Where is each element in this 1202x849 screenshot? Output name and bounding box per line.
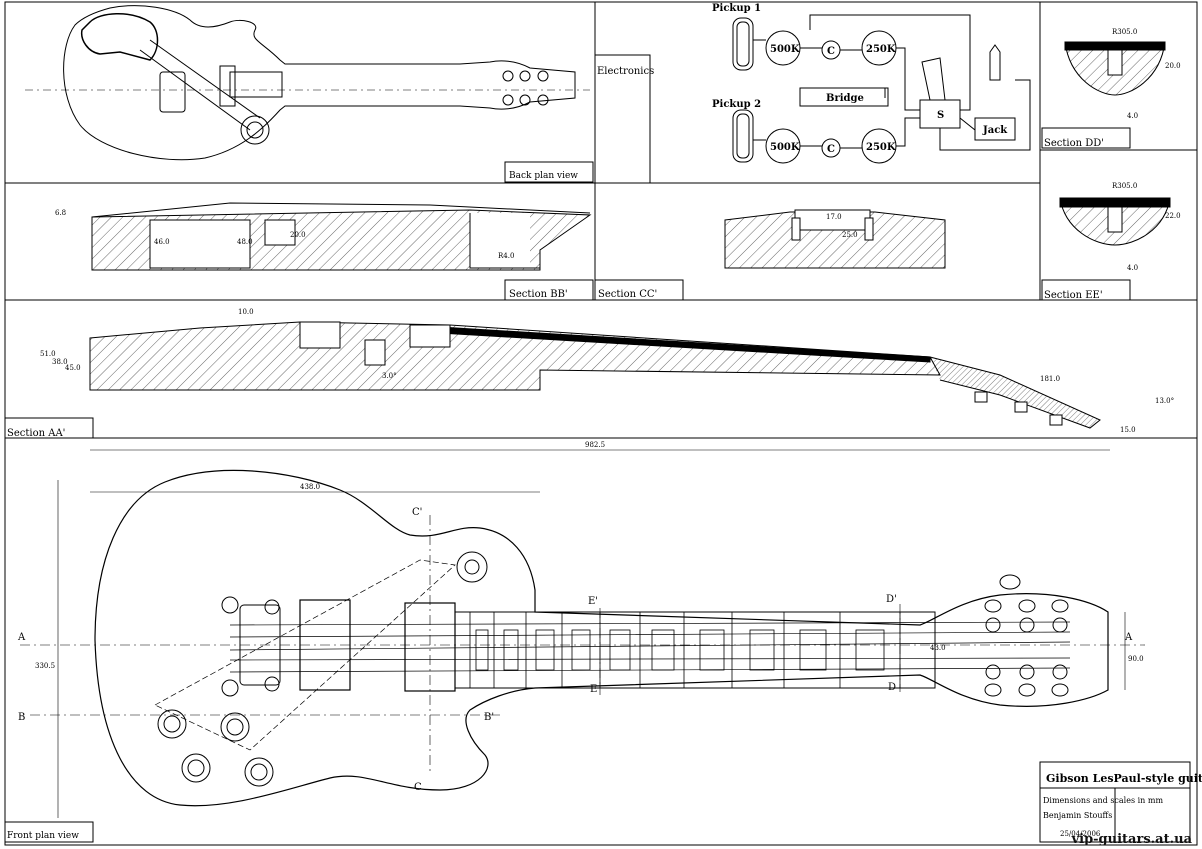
dim-bb-cav: 20.0 (290, 231, 306, 239)
dim-aa-a: 38.0 (52, 358, 68, 366)
cut-d: D (888, 682, 896, 693)
wiring-vol1: 500K (770, 44, 800, 55)
dim-head-len: 181.0 (1040, 375, 1060, 383)
dim-cc-top: 17.0 (826, 213, 842, 221)
view-label-section-ee: Section EE' (1044, 290, 1103, 301)
wiring-pickup2: Pickup 2 (712, 99, 761, 110)
view-label-front: Front plan view (7, 831, 79, 841)
dim-ee-bottom: 4.0 (1127, 264, 1138, 272)
dim-total-length: 982.5 (585, 441, 605, 449)
dim-aa-b: 45.0 (65, 364, 81, 372)
sheet-subtitle: Dimensions and scales in mm (1043, 796, 1163, 805)
section-ee (1059, 197, 1171, 246)
cut-c: C (414, 782, 422, 793)
wiring-bridge: Bridge (826, 93, 864, 104)
watermark: vip-guitars.at.ua (1071, 832, 1192, 847)
dim-headstock-width: 90.0 (1128, 655, 1144, 663)
view-label-section-dd: Section DD' (1044, 138, 1104, 149)
dim-dd-depth: 20.0 (1165, 62, 1181, 70)
wiring-switch: S (937, 110, 944, 121)
section-bb (91, 202, 592, 271)
sheet-author: Benjamin Stouffs (1043, 811, 1112, 820)
cut-d-prime: D' (886, 594, 897, 605)
sheet-title: Gibson LesPaul-style guitar (1046, 772, 1202, 785)
dim-head-thk: 15.0 (1120, 426, 1136, 434)
wiring-jack: Jack (982, 125, 1008, 136)
cut-e: E (590, 684, 597, 695)
wiring-tone1: 250K (866, 44, 896, 55)
dim-bb-small: 6.8 (55, 209, 66, 217)
dim-head-angle: 13.0° (1155, 397, 1174, 405)
dim-bb-depth-a: 46.0 (154, 238, 170, 246)
wiring-pickup1: Pickup 1 (712, 3, 761, 14)
title-blocks (4, 54, 1191, 843)
cut-b: B (18, 712, 25, 723)
dim-ee-radius: R305.0 (1112, 182, 1137, 190)
section-dd (1064, 41, 1166, 96)
sheet-date: 25/04/2006 (1060, 830, 1101, 838)
wiring-diagram (732, 14, 1031, 164)
dim-nut-width: 43.0 (930, 644, 946, 652)
dim-ee-depth: 22.0 (1165, 212, 1181, 220)
wiring-vol2: 500K (770, 142, 800, 153)
wiring-cap1: C (827, 46, 835, 57)
dim-body-to-neck: 438.0 (300, 483, 320, 491)
view-label-section-aa: Section AA' (7, 428, 65, 439)
dim-bb-heel: R4.0 (498, 252, 514, 260)
section-cc (724, 209, 946, 269)
dim-aa-top: 10.0 (238, 308, 254, 316)
dim-aa-total: 51.0 (40, 350, 56, 358)
view-label-section-bb: Section BB' (509, 289, 568, 300)
dim-aa-angle: 3.0° (382, 372, 397, 380)
cut-b-prime: B' (484, 712, 494, 723)
wiring-cap2: C (827, 144, 835, 155)
section-aa (89, 321, 1101, 429)
cut-c-prime: C' (412, 507, 422, 518)
dim-dd-bottom: 4.0 (1127, 112, 1138, 120)
view-label-back: Back plan view (509, 171, 578, 181)
view-label-electronics: Electronics (597, 66, 654, 77)
labels: Back plan view Electronics Section BB' S… (7, 3, 1202, 841)
cut-e-prime: E' (588, 596, 598, 607)
dim-body-width: 330.5 (35, 662, 55, 670)
view-label-section-cc: Section CC' (598, 289, 657, 300)
wiring-tone2: 250K (866, 142, 896, 153)
dim-dd-radius: R305.0 (1112, 28, 1137, 36)
dim-bb-depth-b: 48.0 (237, 238, 253, 246)
dim-cc-bottom: 25.0 (842, 231, 858, 239)
back-plan-view (25, 5, 590, 161)
cut-a-right: A (1124, 632, 1133, 643)
cut-a-left: A (17, 632, 26, 643)
front-plan-view (20, 449, 1145, 818)
